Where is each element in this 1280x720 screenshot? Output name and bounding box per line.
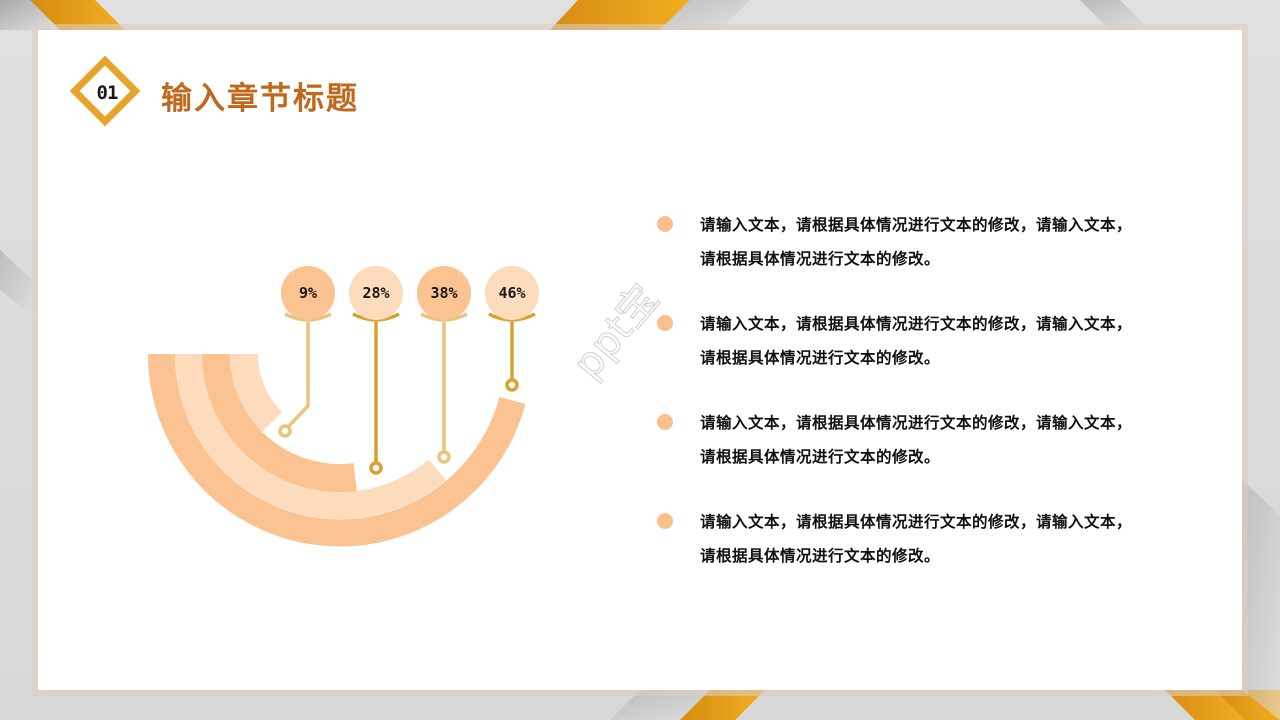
bullet-dot-icon (657, 414, 673, 430)
bullet-text[interactable]: 请输入文本，请根据具体情况进行文本的修改，请输入文本，请根据具体情况进行文本的修… (700, 315, 1133, 367)
bullet-dot-icon (657, 513, 673, 529)
bullet-text[interactable]: 请输入文本，请根据具体情况进行文本的修改，请输入文本，请根据具体情况进行文本的修… (700, 513, 1133, 565)
arc-46 (147, 354, 526, 547)
radial-bar-chart: 9% 28% 38% 46% (147, 266, 539, 547)
connector-9 (278, 312, 332, 438)
section-title[interactable]: 输入章节标题 (161, 81, 359, 117)
arc-9 (230, 354, 282, 432)
bullet-dot-icon (657, 315, 673, 331)
bullet-text[interactable]: 请输入文本，请根据具体情况进行文本的修改，请输入文本，请根据具体情况进行文本的修… (700, 414, 1133, 466)
arc-38 (174, 354, 447, 520)
percent-badge-38: 38% (417, 266, 471, 320)
bullet-dot-icon (657, 216, 673, 232)
connector-46 (488, 312, 536, 392)
section-number: 01 (96, 82, 119, 104)
arc-28 (202, 354, 357, 493)
percent-badge-9: 9% (281, 266, 335, 320)
connector-28 (352, 312, 400, 475)
percent-badge-46: 46% (485, 266, 539, 320)
percent-badge-28: 28% (349, 266, 403, 320)
connector-38 (420, 312, 468, 464)
bullet-text[interactable]: 请输入文本，请根据具体情况进行文本的修改，请输入文本，请根据具体情况进行文本的修… (700, 216, 1133, 268)
